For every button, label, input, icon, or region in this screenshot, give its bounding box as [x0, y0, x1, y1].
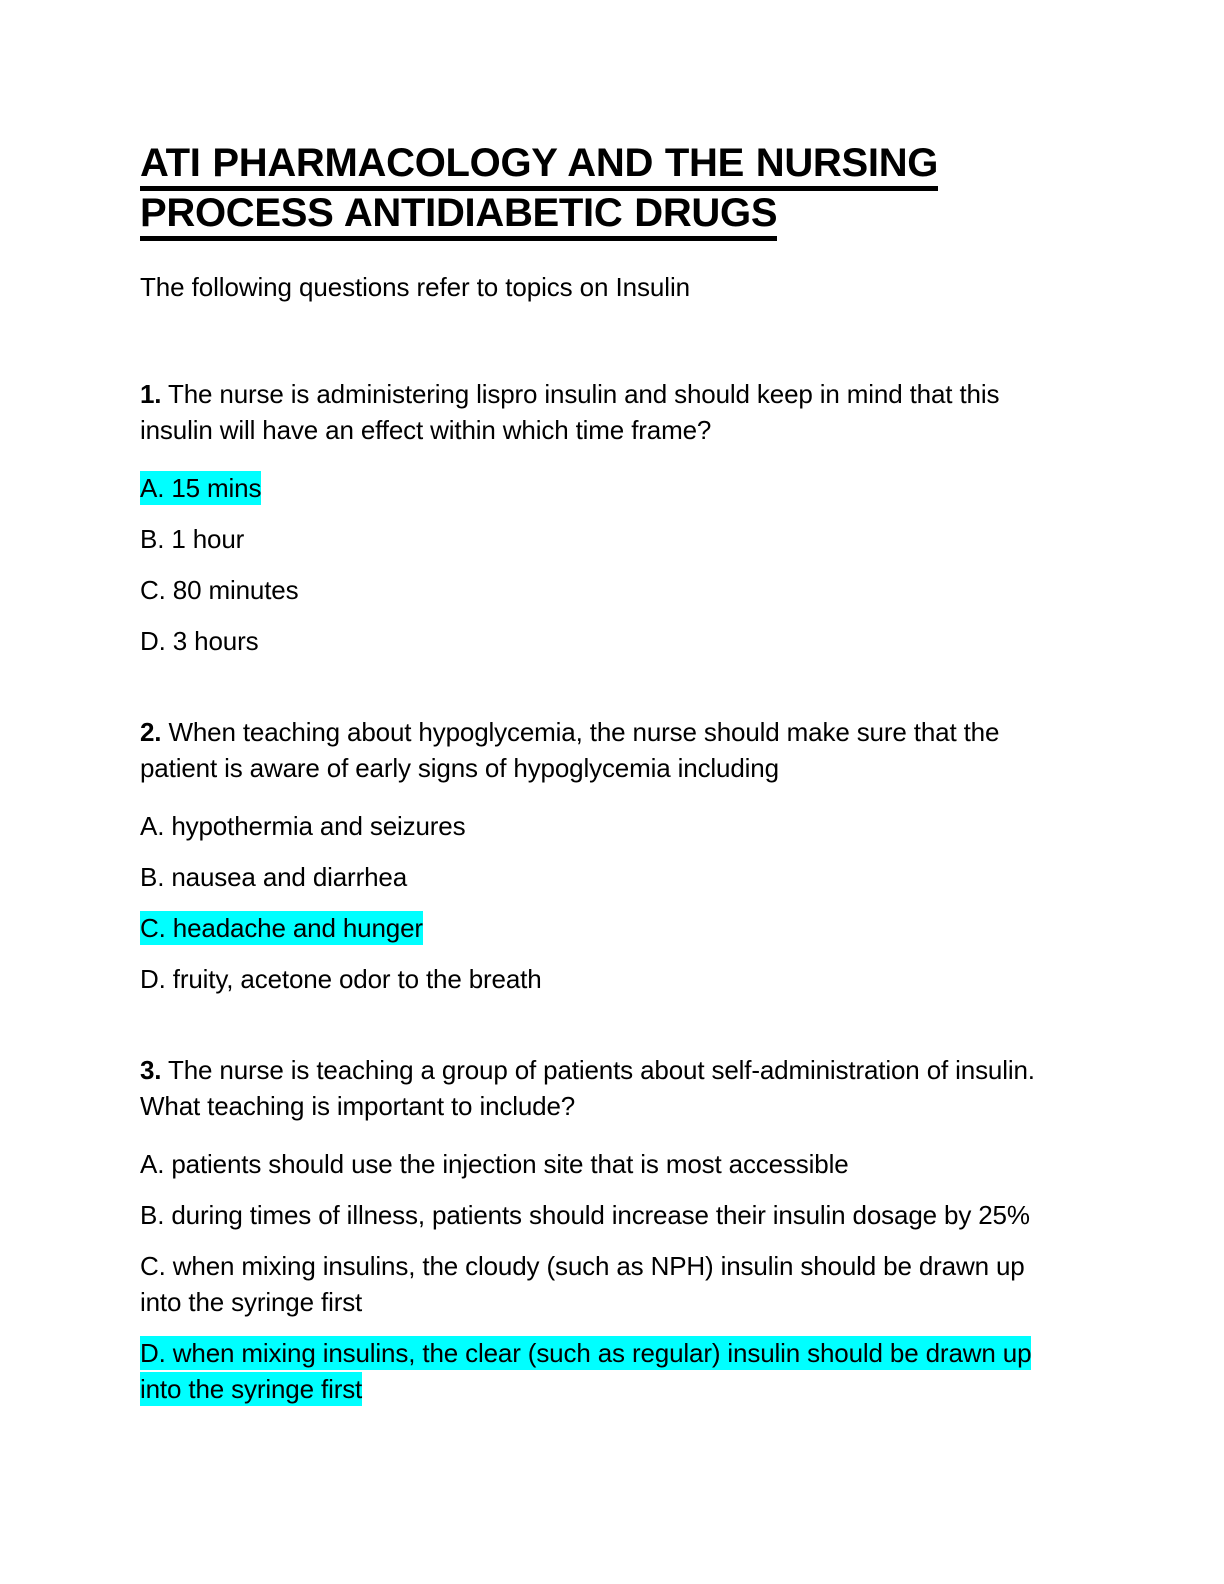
question-2-option-a-text: A. hypothermia and seizures: [140, 811, 466, 841]
question-2-option-a[interactable]: A. hypothermia and seizures: [140, 808, 1062, 844]
question-block-3: 3. The nurse is teaching a group of pati…: [140, 1052, 1062, 1407]
question-2-option-b[interactable]: B. nausea and diarrhea: [140, 859, 1062, 895]
question-1-option-c[interactable]: C. 80 minutes: [140, 572, 1062, 608]
question-2-option-c-text: C. headache and hunger: [140, 911, 423, 945]
question-3-stem-text: The nurse is teaching a group of patient…: [140, 1055, 1035, 1121]
question-1-options: A. 15 mins B. 1 hour C. 80 minutes D. 3 …: [140, 470, 1062, 659]
intro-text: The following questions refer to topics …: [140, 272, 690, 302]
document-content: ATI PHARMACOLOGY AND THE NURSING PROCESS…: [140, 138, 1062, 1407]
question-3-option-a[interactable]: A. patients should use the injection sit…: [140, 1146, 1062, 1182]
question-3-option-d-text: D. when mixing insulins, the clear (such…: [140, 1336, 1032, 1406]
question-1-number: 1.: [140, 379, 162, 409]
question-3-option-b-text: B. during times of illness, patients sho…: [140, 1200, 1030, 1230]
question-2-stem-text: When teaching about hypoglycemia, the nu…: [140, 717, 1000, 783]
question-1-option-c-text: C. 80 minutes: [140, 575, 299, 605]
question-2-number: 2.: [140, 717, 162, 747]
question-1-option-a-text: A. 15 mins: [140, 471, 262, 505]
page-title-line-1: ATI PHARMACOLOGY AND THE NURSING: [140, 138, 1062, 191]
question-3-option-c[interactable]: C. when mixing insulins, the cloudy (suc…: [140, 1248, 1062, 1320]
question-2-option-d[interactable]: D. fruity, acetone odor to the breath: [140, 961, 1062, 997]
page-title-line-2: PROCESS ANTIDIABETIC DRUGS: [140, 188, 1062, 241]
question-3-option-d[interactable]: D. when mixing insulins, the clear (such…: [140, 1335, 1062, 1407]
question-1-option-d[interactable]: D. 3 hours: [140, 623, 1062, 659]
page-title: ATI PHARMACOLOGY AND THE NURSING PROCESS…: [140, 138, 1062, 241]
question-2-stem: 2. When teaching about hypoglycemia, the…: [140, 714, 1062, 786]
question-1-stem-text: The nurse is administering lispro insuli…: [140, 379, 1000, 445]
question-2-option-d-text: D. fruity, acetone odor to the breath: [140, 964, 542, 994]
question-1-stem: 1. The nurse is administering lispro ins…: [140, 376, 1062, 448]
question-3-option-b[interactable]: B. during times of illness, patients sho…: [140, 1197, 1062, 1233]
question-2-options: A. hypothermia and seizures B. nausea an…: [140, 808, 1062, 997]
question-1-option-a[interactable]: A. 15 mins: [140, 470, 1062, 506]
page-title-line-1-text: ATI PHARMACOLOGY AND THE NURSING: [140, 141, 938, 191]
question-3-stem: 3. The nurse is teaching a group of pati…: [140, 1052, 1062, 1124]
question-3-option-a-text: A. patients should use the injection sit…: [140, 1149, 849, 1179]
question-3-option-c-text: C. when mixing insulins, the cloudy (suc…: [140, 1251, 1025, 1317]
question-block-2: 2. When teaching about hypoglycemia, the…: [140, 714, 1062, 997]
question-block-1: 1. The nurse is administering lispro ins…: [140, 376, 1062, 659]
question-3-number: 3.: [140, 1055, 162, 1085]
question-1-option-d-text: D. 3 hours: [140, 626, 259, 656]
question-3-options: A. patients should use the injection sit…: [140, 1146, 1062, 1407]
question-1-option-b-text: B. 1 hour: [140, 524, 245, 554]
question-2-option-b-text: B. nausea and diarrhea: [140, 862, 408, 892]
page-title-line-2-text: PROCESS ANTIDIABETIC DRUGS: [140, 191, 778, 241]
question-1-option-b[interactable]: B. 1 hour: [140, 521, 1062, 557]
question-2-option-c[interactable]: C. headache and hunger: [140, 910, 1062, 946]
